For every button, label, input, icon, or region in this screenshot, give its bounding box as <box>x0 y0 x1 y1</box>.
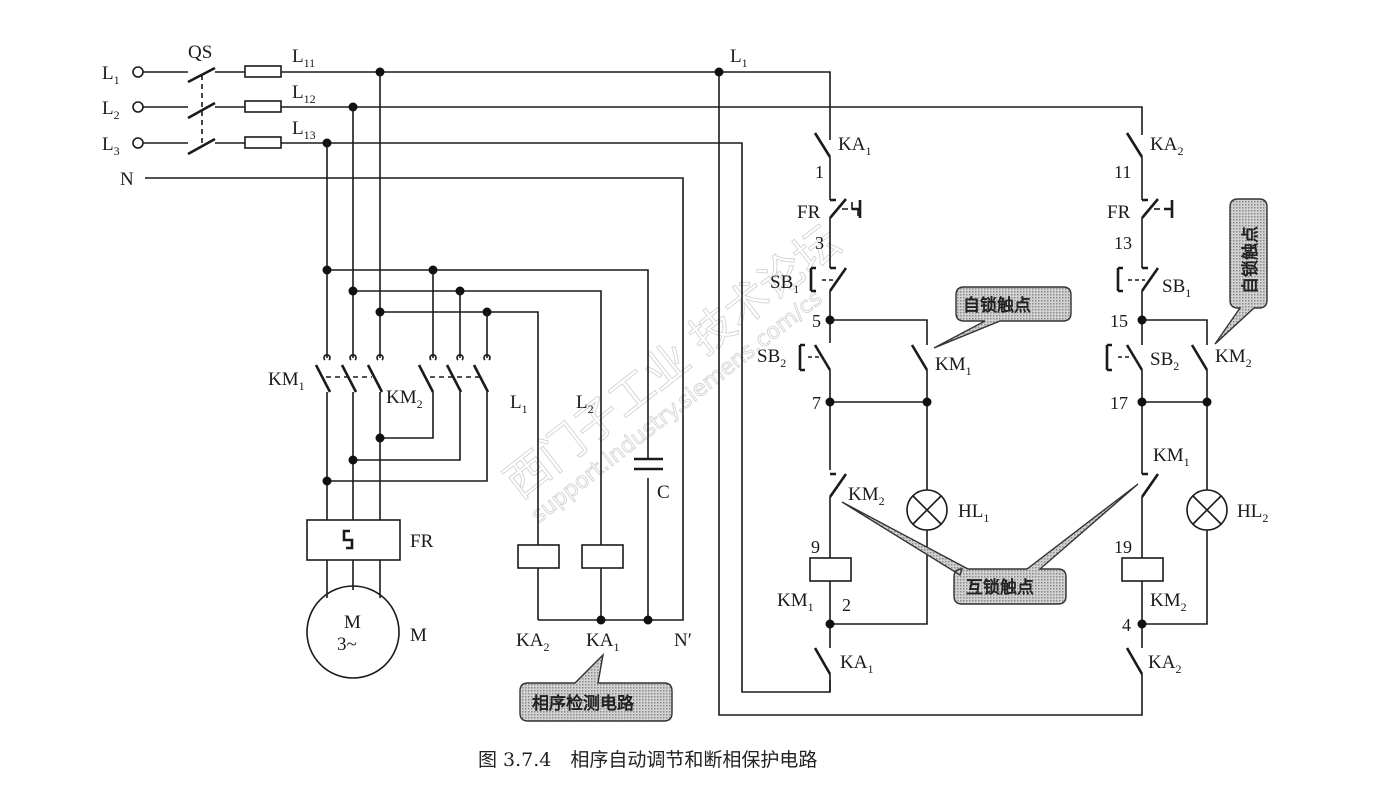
label-km1-selflock: KM1 <box>935 354 972 378</box>
node-9: 9 <box>811 537 820 557</box>
label-control-l1: L1 <box>730 46 748 70</box>
label-hl1: HL1 <box>958 501 989 525</box>
terminal-l2 <box>132 101 144 113</box>
node-7: 7 <box>812 393 821 413</box>
callout-self-lock-right: 自锁触点 <box>1214 198 1268 345</box>
power-input-section: L1 L2 L3 N QS L11 L12 L13 <box>102 42 316 190</box>
terminal-l3 <box>132 137 144 149</box>
label-l13: L13 <box>292 118 316 142</box>
label-ka2-top: KA2 <box>1150 134 1183 158</box>
control-branch-km2: KA2 11 FR 13 SB1 15 SB2 KM2 17 KM1 19 <box>1105 132 1268 700</box>
label-ka1-top: KA1 <box>838 134 871 158</box>
label-l2: L2 <box>102 98 120 122</box>
figure-caption: 图 3.7.4 相序自动调节和断相保护电路 <box>478 749 817 771</box>
node-3: 3 <box>815 233 824 253</box>
watermark-cn: 西门子工业 技术论坛 <box>495 216 849 509</box>
node-17: 17 <box>1110 393 1128 413</box>
label-n-prime: N′ <box>674 630 692 651</box>
control-branch-km1: KA1 1 FR 3 SB1 5 SB2 KM1 7 KM2 9 <box>757 132 989 692</box>
motor: M 3~ M <box>306 585 427 679</box>
node-15: 15 <box>1110 311 1128 331</box>
callout-self-lock-vertical-text: 自锁触点 <box>1240 226 1261 294</box>
label-n: N <box>120 169 134 190</box>
capacitor-c: C <box>634 457 670 503</box>
km2-main-contacts: KM2 <box>386 354 491 411</box>
label-ka2-bottom: KA2 <box>1148 652 1181 676</box>
lamp-hl2 <box>1186 489 1228 531</box>
watermark-en: support.industry.siemens.com/cs <box>527 286 828 528</box>
label-km1-interlock: KM1 <box>1153 445 1190 469</box>
node-2: 2 <box>842 595 851 615</box>
label-fr-right: FR <box>1107 202 1131 223</box>
label-qs: QS <box>188 42 212 63</box>
callout-interlock-text: 互锁触点 <box>966 577 1034 598</box>
node-19: 19 <box>1114 537 1132 557</box>
lamp-hl1 <box>906 489 948 531</box>
ka1-coil <box>581 544 624 569</box>
callout-phase-detection-text: 相序检测电路 <box>532 693 635 714</box>
fuse-3 <box>244 136 282 149</box>
label-km2-selflock: KM2 <box>1215 346 1252 370</box>
label-km2-interlock: KM2 <box>848 484 885 508</box>
km1-main-contacts: KM1 <box>268 354 384 393</box>
label-l1: L1 <box>102 63 120 87</box>
callout-phase-detection: 相序检测电路 <box>519 652 673 722</box>
km2-coil <box>1121 557 1164 582</box>
label-coil-l1: L1 <box>510 392 528 416</box>
label-km1-coil: KM1 <box>777 590 814 614</box>
label-sb1-right: SB1 <box>1162 276 1191 300</box>
label-l12: L12 <box>292 82 316 106</box>
motor-symbol-m: M <box>344 612 361 633</box>
motor-power-circuit: KM1 KM2 FR M 3~ M <box>268 72 649 679</box>
fr-thermal-relay: FR <box>306 519 434 561</box>
label-motor: M <box>410 625 427 646</box>
node-13: 13 <box>1114 233 1132 253</box>
callout-interlock: 互锁触点 <box>841 483 1139 605</box>
label-ka2-coil: KA2 <box>516 630 549 654</box>
label-sb2-right: SB2 <box>1150 349 1179 373</box>
label-ka1-coil: KA1 <box>586 630 619 654</box>
label-fr-left: FR <box>797 202 821 223</box>
label-l11: L11 <box>292 46 315 70</box>
label-l3: L3 <box>102 134 120 158</box>
fuse-2 <box>244 100 282 113</box>
node-11: 11 <box>1114 162 1131 182</box>
label-ka1-bottom: KA1 <box>840 652 873 676</box>
node-4: 4 <box>1122 615 1131 635</box>
watermark: 西门子工业 技术论坛 support.industry.siemens.com/… <box>495 216 850 529</box>
label-km1-main: KM1 <box>268 369 305 393</box>
label-fr-main: FR <box>410 531 434 552</box>
label-sb2-left: SB2 <box>757 346 786 370</box>
label-hl2: HL2 <box>1237 501 1268 525</box>
km1-coil <box>809 557 852 582</box>
node-5: 5 <box>812 311 821 331</box>
motor-symbol-3phase: 3~ <box>337 634 357 655</box>
label-coil-l2: L2 <box>576 392 594 416</box>
label-sb1-left: SB1 <box>770 272 799 296</box>
callout-self-lock-left: 自锁触点 <box>933 286 1072 349</box>
ka2-coil <box>517 544 560 569</box>
qs-switch: QS <box>187 42 245 156</box>
label-km2-coil: KM2 <box>1150 590 1187 614</box>
phase-detection-circuit: L1 L2 C KA2 KA1 N′ 相序检测电路 <box>510 392 692 722</box>
node-1: 1 <box>815 162 824 182</box>
fuse-1 <box>244 65 282 78</box>
terminal-l1 <box>132 66 144 78</box>
callout-self-lock-text: 自锁触点 <box>963 295 1031 316</box>
label-capacitor: C <box>657 482 670 503</box>
label-km2-main: KM2 <box>386 387 423 411</box>
